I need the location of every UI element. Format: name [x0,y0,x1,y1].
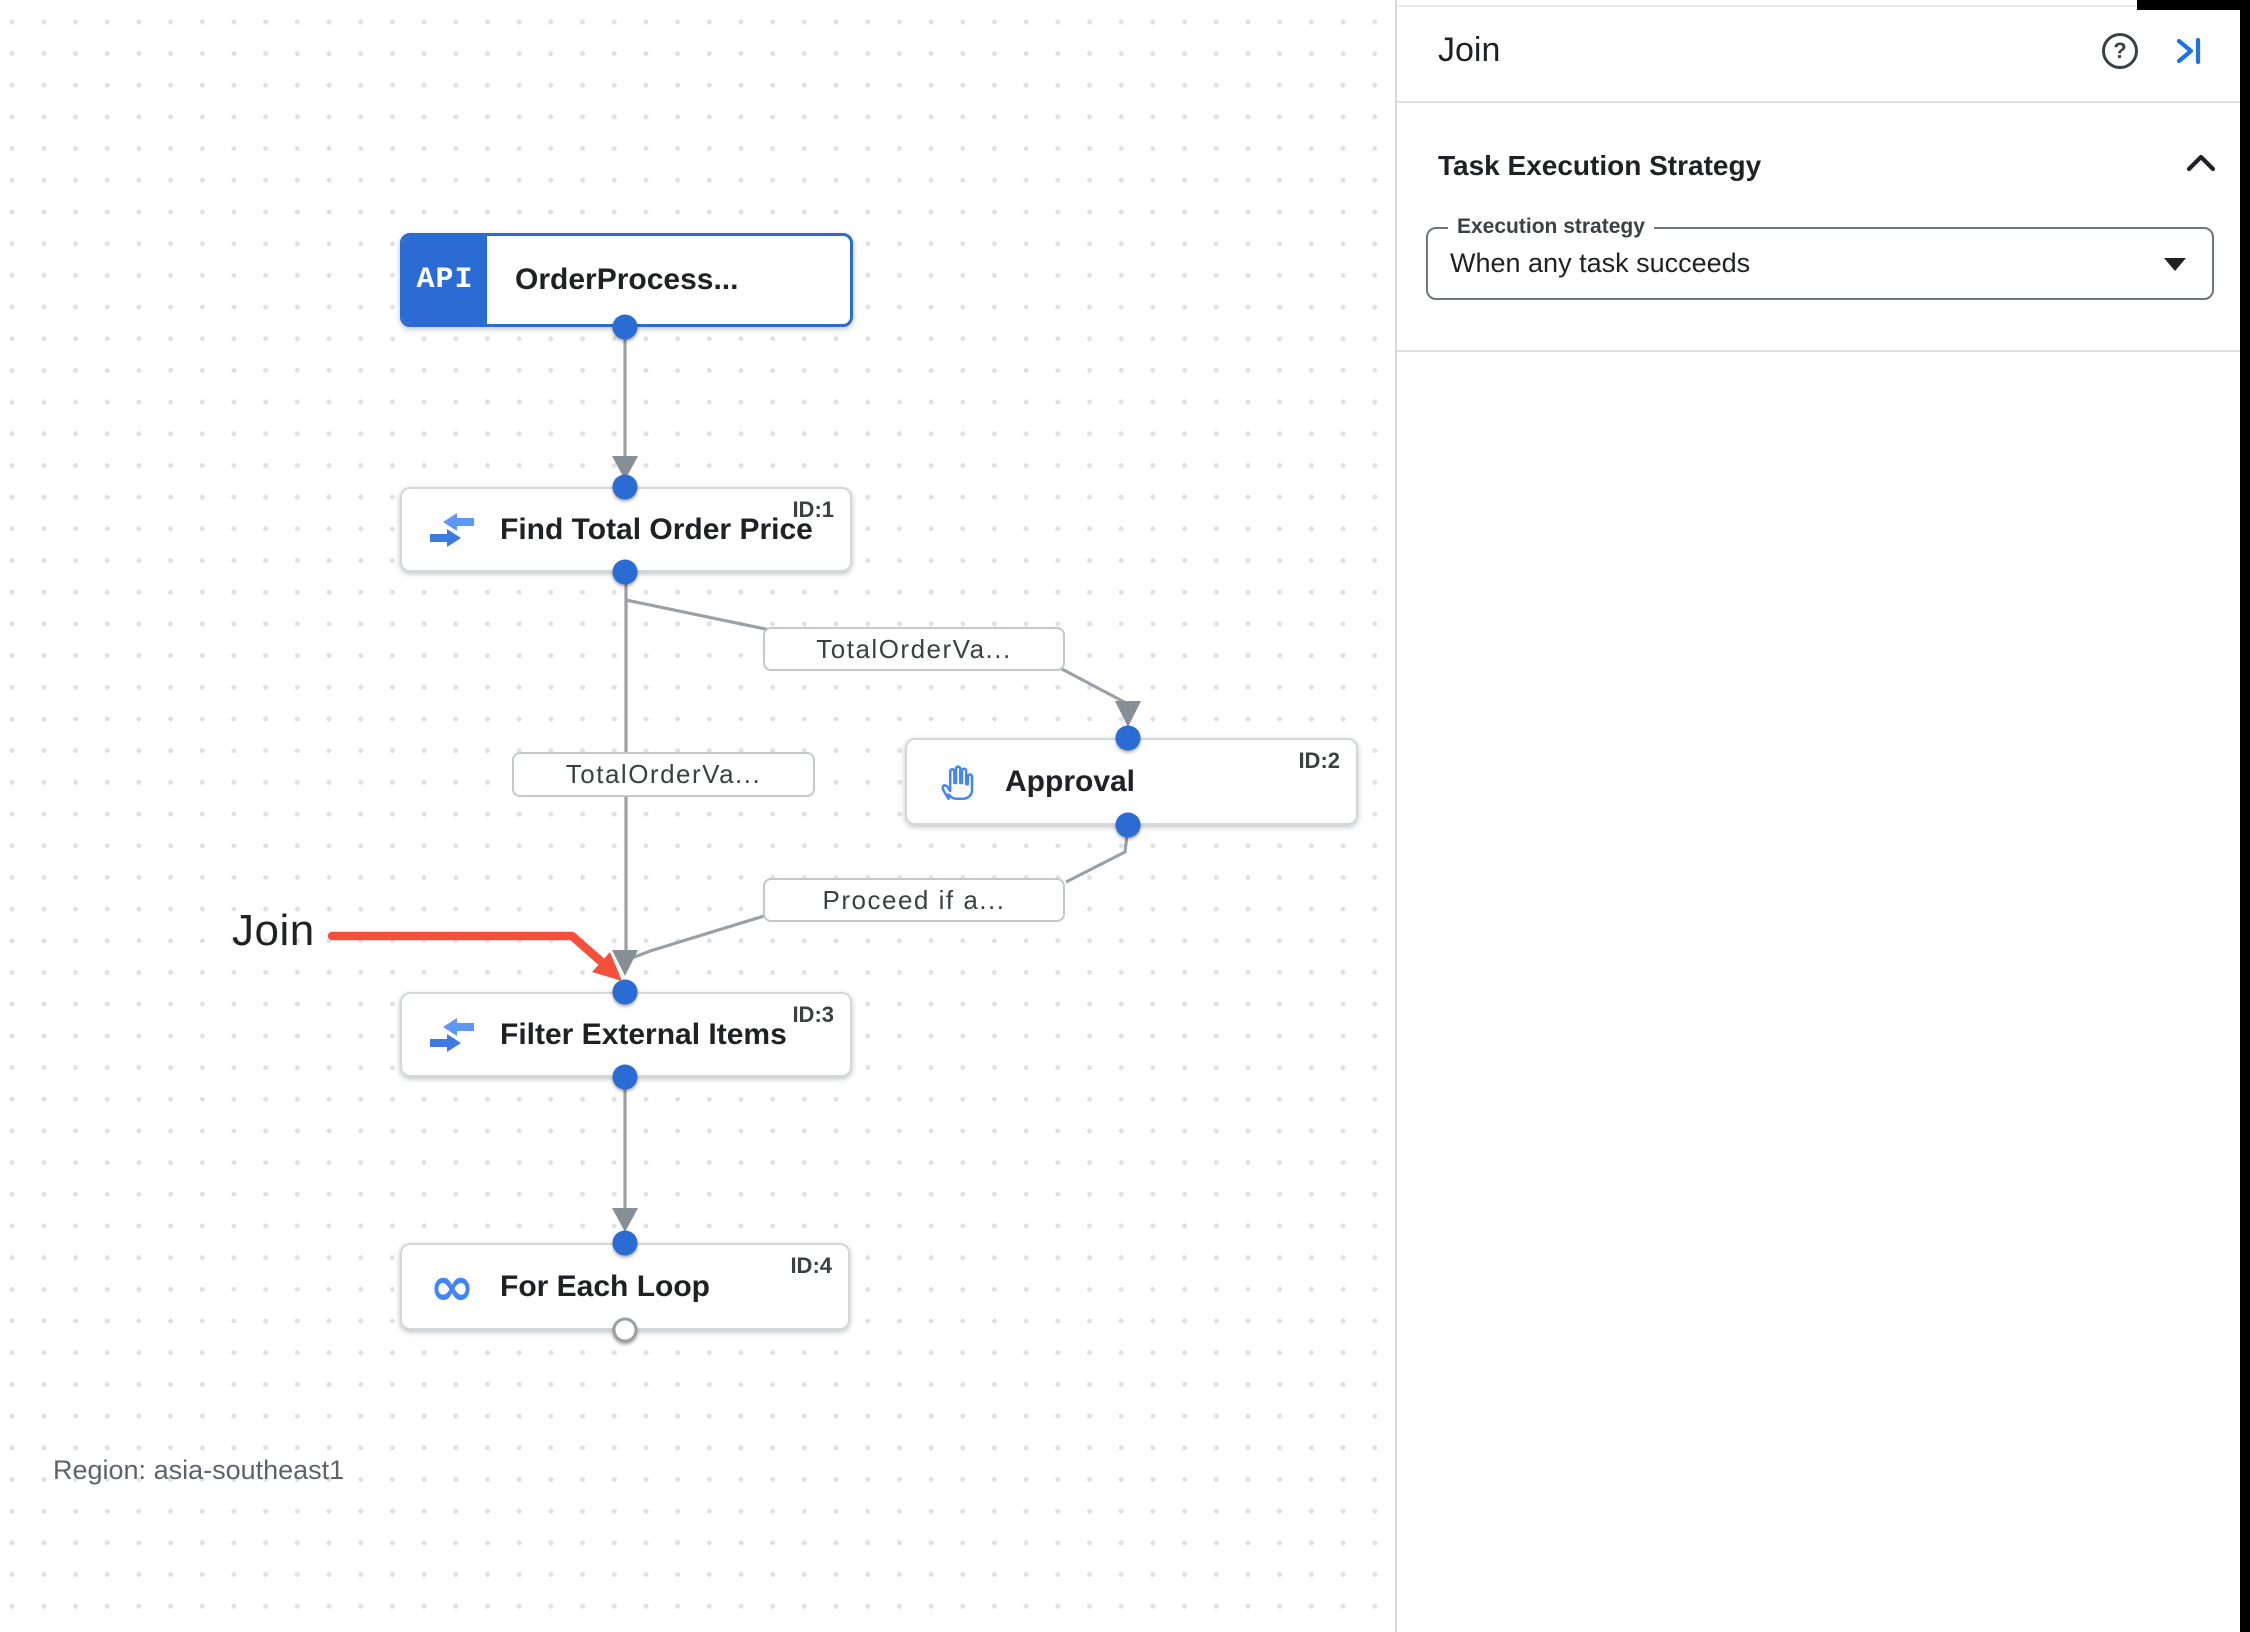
edge-label-proceed-if-approved[interactable]: Proceed if a... [763,878,1065,922]
panel-title: Join [1438,31,1501,69]
task-id-tag: ID:2 [1298,748,1340,773]
output-port-orderprocess[interactable] [612,314,638,340]
window-black-bar-top [2137,0,2250,10]
api-trigger-badge: API [403,236,487,324]
join-config-panel: Join ? Task Execution Strategy Execution… [1395,0,2250,1632]
output-port-find-total[interactable] [612,559,638,585]
output-port-filter[interactable] [612,1064,638,1090]
data-mapping-icon [430,1013,474,1057]
execution-strategy-selected-value: When any task succeeds [1450,248,1751,278]
execution-strategy-field-label: Execution strategy [1448,215,1654,239]
node-task-find-total-order-price[interactable]: Find Total Order Price ID:1 [400,487,852,572]
node-title: For Each Loop [500,1269,710,1303]
chevron-up-icon[interactable] [2184,150,2218,176]
node-title: OrderProcess... [515,263,739,296]
input-port-filter-join[interactable] [612,979,638,1005]
node-api-trigger-orderprocess[interactable]: API OrderProcess... [400,233,853,327]
approval-hand-icon [935,760,979,804]
window-black-strip-right [2240,0,2250,1632]
help-icon[interactable]: ? [2102,32,2138,69]
help-glyph: ? [2113,37,2127,63]
task-id-tag: ID:1 [792,497,834,522]
node-title: Approval [1005,764,1136,798]
section-title-task-execution-strategy: Task Execution Strategy [1438,150,1762,181]
output-port-foreach-open[interactable] [612,1317,638,1343]
region-label: Region: asia-southeast1 [53,1455,345,1485]
section-divider [1397,350,2250,352]
data-mapping-icon [430,508,474,552]
loop-icon: ∞ [429,1254,475,1318]
join-annotation-label: Join [232,906,315,955]
task-id-tag: ID:3 [792,1002,834,1027]
input-port-approval[interactable] [1115,725,1141,751]
output-port-approval[interactable] [1115,812,1141,838]
node-title: Find Total Order Price [500,512,813,546]
input-port-foreach[interactable] [612,1230,638,1256]
task-id-tag: ID:4 [790,1253,832,1278]
edge-label-totalordervalue-to-approval[interactable]: TotalOrderVa... [763,627,1065,671]
input-port-find-total[interactable] [612,474,638,500]
node-title: Filter External Items [500,1017,787,1051]
panel-top-divider [1397,5,2250,7]
node-task-filter-external-items[interactable]: Filter External Items ID:3 [400,992,852,1077]
collapse-panel-icon[interactable] [2172,34,2206,68]
execution-strategy-dropdown[interactable]: Execution strategy When any task succeed… [1426,215,2214,300]
workflow-canvas[interactable]: TotalOrderVa... TotalOrderVa... Proceed … [0,0,1395,1632]
dropdown-caret-icon [2164,258,2186,271]
panel-header: Join ? [1397,0,2250,103]
node-task-approval[interactable]: Approval ID:2 [905,738,1358,825]
edge-label-totalordervalue-to-filter[interactable]: TotalOrderVa... [512,752,815,797]
